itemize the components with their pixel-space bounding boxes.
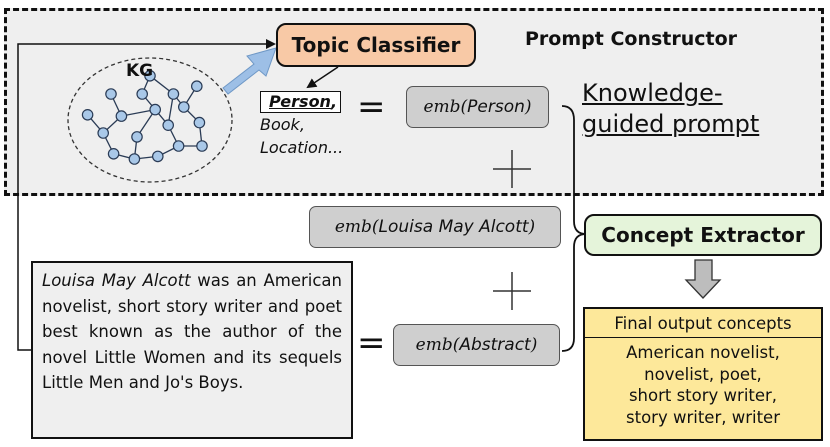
abstract-text-box: Louisa May Alcott was an American noveli… <box>31 261 353 439</box>
kg-node <box>191 80 203 92</box>
kg-node <box>167 88 180 100</box>
knowledge-guided-prompt-label: Knowledge-guided prompt <box>582 79 760 138</box>
kg-node <box>149 103 161 116</box>
kg-node <box>81 109 94 121</box>
concept-item: American novelist, <box>626 343 780 362</box>
topic-person: Person, <box>260 91 342 113</box>
kg-node <box>162 119 174 131</box>
embedding-abstract: emb(Abstract) <box>393 324 560 366</box>
topic-item: Book, <box>260 115 305 134</box>
topic-list: Person, Book, Location... <box>260 90 343 159</box>
equals-sign: = <box>357 323 386 363</box>
kg-label: KG <box>126 61 154 81</box>
abstract-body: was an American novelist, short story wr… <box>42 271 342 392</box>
extractor-to-output-arrow <box>684 259 722 299</box>
plus-sign-top <box>493 150 531 188</box>
kg-node <box>107 148 120 160</box>
kg-node <box>136 88 148 100</box>
concept-extractor-box: Concept Extractor <box>584 214 822 256</box>
final-output-title: Final output concepts <box>585 309 821 338</box>
kg-to-topic-arrow <box>222 47 277 95</box>
concept-item: novelist, poet, <box>644 364 762 384</box>
kg-graph <box>81 70 208 165</box>
concept-extractor-label: Concept Extractor <box>601 223 805 247</box>
kg-node <box>178 101 190 113</box>
kg-boundary <box>67 57 233 183</box>
prompt-constructor-title: Prompt Constructor <box>525 28 738 50</box>
kg-node <box>128 153 141 165</box>
topic-to-list-arrow <box>306 66 339 89</box>
embedding-person: emb(Person) <box>406 86 549 128</box>
topic-classifier-label: Topic Classifier <box>291 33 461 57</box>
topic-first-row: Person, <box>260 90 343 113</box>
kg-node <box>97 127 109 139</box>
kg-node <box>193 116 206 129</box>
final-output-concepts: American novelist, novelist, poet, short… <box>585 338 821 428</box>
final-output-box: Final output concepts American novelist,… <box>583 307 823 441</box>
kg-node <box>115 110 128 122</box>
abstract-to-topic-arrow <box>17 39 276 351</box>
equals-sign: = <box>357 87 386 127</box>
kg-node <box>152 150 164 163</box>
kg-node <box>144 70 156 82</box>
concept-item: story writer, writer <box>626 407 780 427</box>
kg-node <box>196 140 208 152</box>
topic-classifier-box: Topic Classifier <box>276 23 476 67</box>
embedding-louisa-may-alcott: emb(Louisa May Alcott) <box>309 206 561 248</box>
kg-node <box>105 88 117 100</box>
plus-sign-bottom <box>493 272 531 310</box>
kg-node <box>172 140 185 152</box>
topic-item: Location... <box>260 138 344 157</box>
concept-item: short story writer, <box>628 386 778 405</box>
kg-node <box>131 131 143 143</box>
abstract-entity: Louisa May Alcott <box>42 271 191 290</box>
